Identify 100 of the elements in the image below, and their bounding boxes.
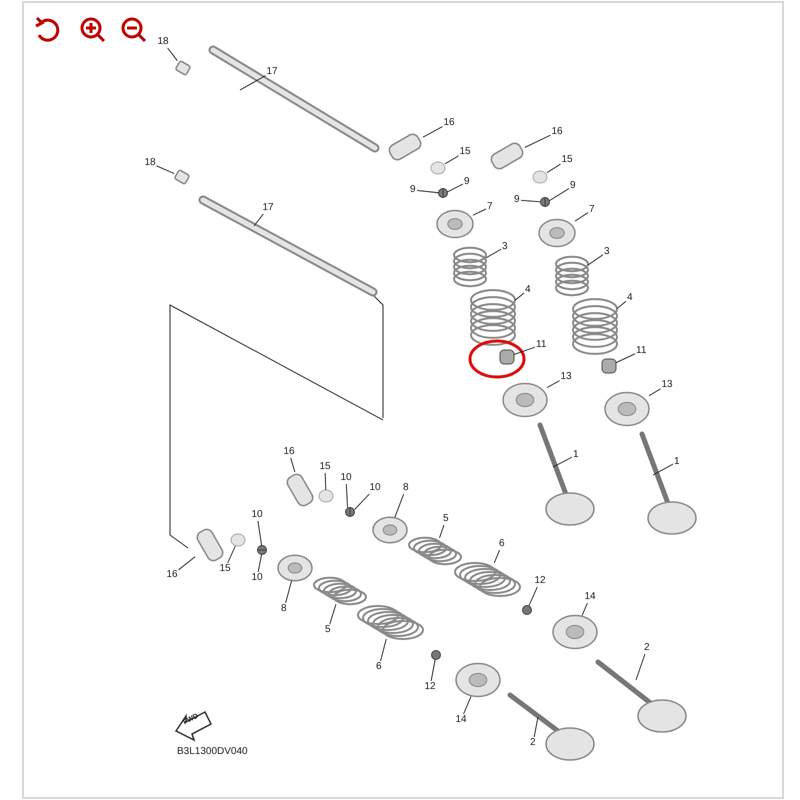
leader-line xyxy=(240,75,266,90)
callout-number: 10 xyxy=(370,482,381,494)
leader-line xyxy=(616,300,626,310)
leader-line xyxy=(616,353,636,364)
leader-line xyxy=(514,346,536,355)
callout-number: 14 xyxy=(456,714,467,726)
leader-line xyxy=(380,638,387,662)
callout-number: 15 xyxy=(562,154,573,166)
callout-number: 2 xyxy=(644,642,650,654)
callout-number: 6 xyxy=(376,661,382,673)
callout-number: 10 xyxy=(252,572,263,584)
callout-number: 12 xyxy=(424,681,436,693)
leader-line xyxy=(354,494,370,510)
shim-drawing xyxy=(430,162,446,174)
bolt-drawing xyxy=(174,60,192,76)
valve-spring-drawing xyxy=(555,256,589,296)
leader-line xyxy=(582,602,588,616)
callout-number: 14 xyxy=(584,591,596,603)
leader-line xyxy=(463,696,472,714)
drawing-code: B3L1300DV040 xyxy=(177,746,248,757)
leader-line xyxy=(257,520,262,546)
callout-number: 1 xyxy=(573,449,579,461)
spring-retainer-drawing xyxy=(277,554,313,582)
valve-spring-drawing xyxy=(454,562,521,597)
callout-number: 16 xyxy=(444,117,455,129)
shaft-drawing xyxy=(198,196,378,296)
shaft-drawing xyxy=(208,46,380,152)
valve-spring-drawing xyxy=(313,576,367,606)
leader-line xyxy=(520,200,541,202)
callout-number: 17 xyxy=(266,66,278,78)
spring-retainer-drawing xyxy=(604,392,650,426)
callout-number: 6 xyxy=(499,538,505,550)
callout-number: 16 xyxy=(166,569,178,581)
leader-line xyxy=(534,716,538,738)
leader-line xyxy=(258,554,262,572)
valve-drawing xyxy=(596,660,687,733)
leader-line xyxy=(290,458,296,473)
callout-number: 15 xyxy=(320,461,331,473)
leader-line xyxy=(652,464,674,476)
callout-number: 10 xyxy=(252,509,263,521)
leader-line xyxy=(430,659,436,682)
spring-retainer-drawing xyxy=(436,210,474,238)
valve-drawing xyxy=(538,422,595,526)
callout-number: 17 xyxy=(262,202,274,214)
callout-number: 7 xyxy=(589,204,595,216)
callout-number: 13 xyxy=(662,379,673,391)
callout-number: 8 xyxy=(281,603,287,615)
callout-number: 15 xyxy=(220,563,231,575)
leader-line xyxy=(549,188,570,202)
callout-number: 9 xyxy=(410,184,416,196)
callout-number: 3 xyxy=(604,246,610,258)
valve-spring-drawing xyxy=(470,289,516,346)
callout-number: 18 xyxy=(158,36,169,48)
callout-number: 4 xyxy=(525,284,531,296)
spring-retainer-drawing xyxy=(552,614,598,650)
leader-line xyxy=(574,212,588,222)
leader-line xyxy=(472,208,486,216)
leader-line xyxy=(324,472,326,490)
leader-line xyxy=(285,580,292,604)
leader-line xyxy=(636,654,646,680)
shim-drawing xyxy=(318,490,334,502)
valve-cotter-drawing xyxy=(442,188,448,198)
callout-number: 7 xyxy=(487,201,493,213)
leader-line xyxy=(156,165,175,174)
callout-number: 9 xyxy=(514,194,520,206)
callout-number: 9 xyxy=(464,176,470,188)
valve-cotter-drawing xyxy=(350,507,355,517)
callout-number: 13 xyxy=(560,371,572,383)
callout-number: 8 xyxy=(403,482,409,494)
leader-line xyxy=(422,126,443,138)
leader-line xyxy=(524,134,551,148)
leader-line xyxy=(444,155,459,164)
callout-number: 3 xyxy=(502,241,508,253)
callout-number: 18 xyxy=(144,157,156,169)
spring-retainer-drawing xyxy=(372,516,408,544)
valve-seal-drawing xyxy=(602,358,616,374)
valve-seal-drawing xyxy=(500,350,514,364)
leader-line xyxy=(439,524,444,538)
leader-line xyxy=(546,380,560,388)
valve-spring-drawing xyxy=(453,246,487,288)
callout-number: 11 xyxy=(536,339,546,351)
leader-line xyxy=(588,254,604,266)
spring-retainer-drawing xyxy=(538,218,576,248)
leader-line xyxy=(552,456,572,468)
valve-cotter-drawing xyxy=(544,197,550,207)
leader-line xyxy=(227,546,236,564)
shim-drawing xyxy=(230,534,246,546)
valve-spring-drawing xyxy=(572,298,618,355)
leader-line xyxy=(346,484,348,508)
callout-number: 12 xyxy=(534,575,546,587)
leader-line xyxy=(167,48,178,62)
leader-line xyxy=(494,550,500,564)
callout-number: 4 xyxy=(627,292,633,304)
leader-line xyxy=(416,190,439,194)
valve-cotter-drawing xyxy=(431,650,441,660)
leader-line xyxy=(447,184,464,192)
callout-number: 5 xyxy=(325,624,331,636)
spring-retainer-drawing xyxy=(502,382,548,418)
leader-line xyxy=(514,292,524,301)
callout-number: 16 xyxy=(284,446,295,458)
